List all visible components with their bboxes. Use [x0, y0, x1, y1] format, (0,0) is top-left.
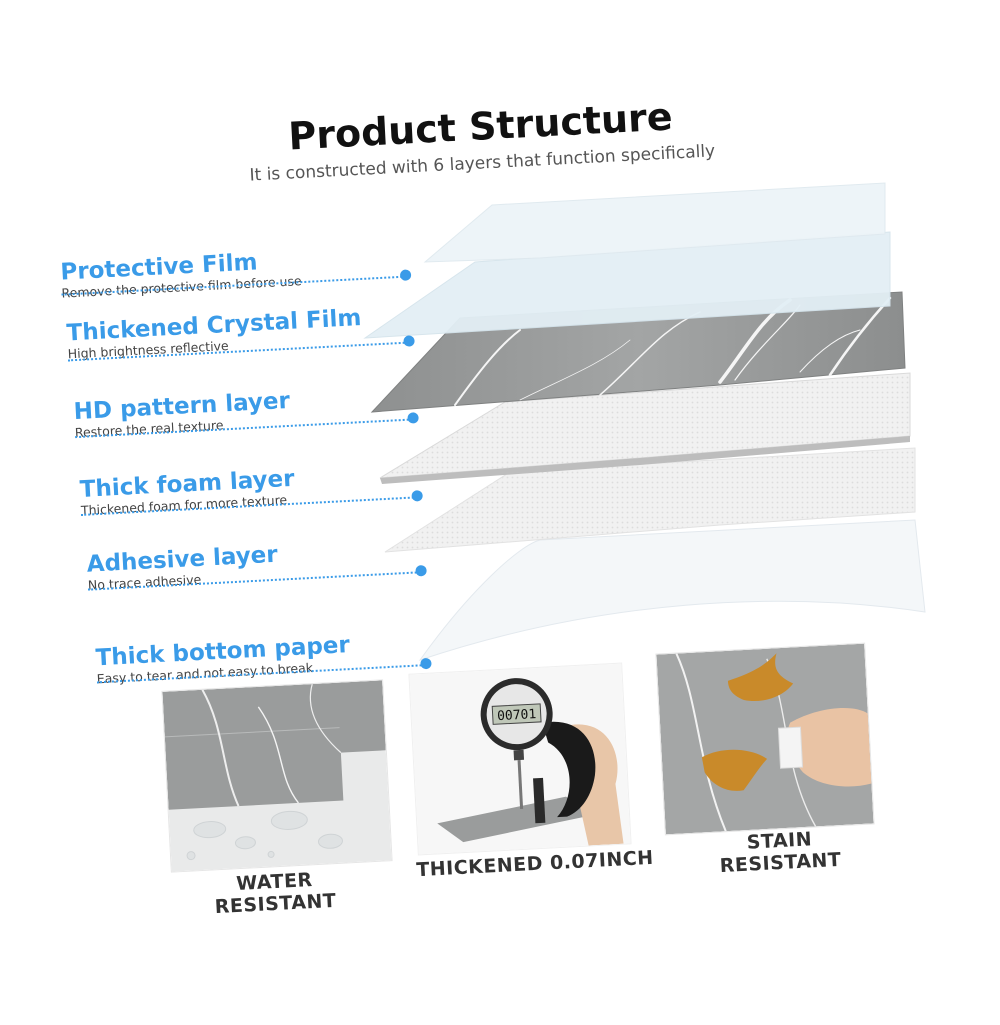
- leader-dot: [407, 412, 419, 424]
- gauge-reading: 00701: [497, 707, 537, 724]
- leader-dot: [403, 335, 415, 347]
- water-resistant-photo: [161, 679, 393, 873]
- layer-label-adhesive: Adhesive layer No trace adhesive: [86, 542, 279, 594]
- layer-label-foam: Thick foam layer Thickened foam for more…: [79, 466, 296, 519]
- leader-dot: [415, 564, 427, 577]
- feature-caption-stain-resistant: STAIN RESISTANT: [694, 826, 866, 879]
- layer-stack-illustration: [363, 182, 926, 661]
- water-resistant-illustration: [162, 680, 392, 872]
- foam-layer-edge: [380, 436, 910, 484]
- stain-resistant-illustration: [656, 643, 874, 835]
- layer-label-hd-pattern: HD pattern layer Restore the real textur…: [73, 388, 291, 441]
- leader-dot: [411, 490, 423, 502]
- bottom-paper-layer: [418, 519, 926, 661]
- leader-dot: [399, 269, 412, 281]
- protective-film-layer: [423, 182, 886, 263]
- feature-caption-water-resistant: WATER RESISTANT: [189, 867, 361, 920]
- gauge-illustration: 00701: [409, 663, 631, 855]
- thickness-gauge-photo: 00701: [408, 662, 632, 856]
- stain-resistant-photo: [655, 642, 875, 836]
- leader-dot: [420, 657, 432, 670]
- crystal-film-layer: [363, 231, 891, 339]
- layer-label-crystal-film: Thickened Crystal Film High brightness r…: [66, 305, 363, 362]
- product-structure-infographic: Product Structure It is constructed with…: [60, 94, 926, 920]
